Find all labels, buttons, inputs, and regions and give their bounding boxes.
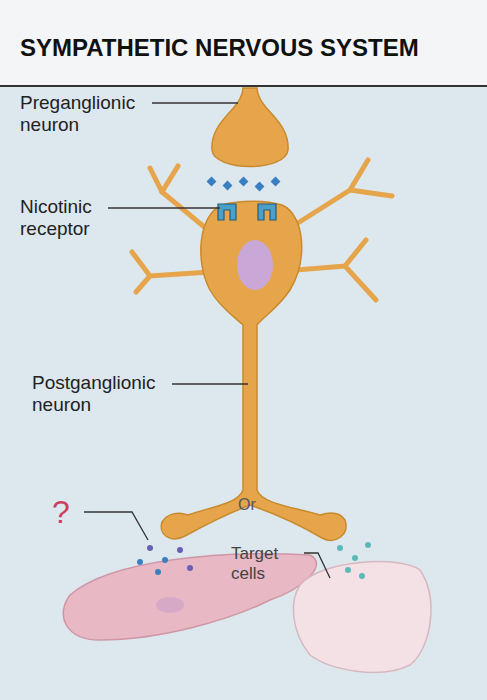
diagram-title: SYMPATHETIC NERVOUS SYSTEM — [20, 34, 419, 62]
nicotinic-receptor — [218, 204, 276, 220]
target-cell — [293, 562, 430, 673]
axon-terminal — [212, 88, 288, 167]
part-label: Preganglionic neuron — [20, 92, 160, 136]
panel-ground — [0, 87, 487, 700]
leader-line — [84, 103, 330, 578]
nucleus — [237, 240, 273, 290]
part-label: Nicotinic receptor — [20, 196, 130, 240]
or-label: Or — [238, 496, 256, 514]
header-rule — [0, 85, 487, 87]
part-label: Target cells — [231, 544, 303, 583]
target-cell — [63, 554, 316, 640]
question-mark: ? — [52, 494, 70, 531]
part-label: Postganglionic neuron — [32, 372, 182, 416]
cell-nucleus — [156, 597, 184, 613]
header-band — [0, 0, 487, 86]
neurotransmitter — [207, 177, 281, 192]
postganglionic-neuron — [161, 201, 346, 540]
